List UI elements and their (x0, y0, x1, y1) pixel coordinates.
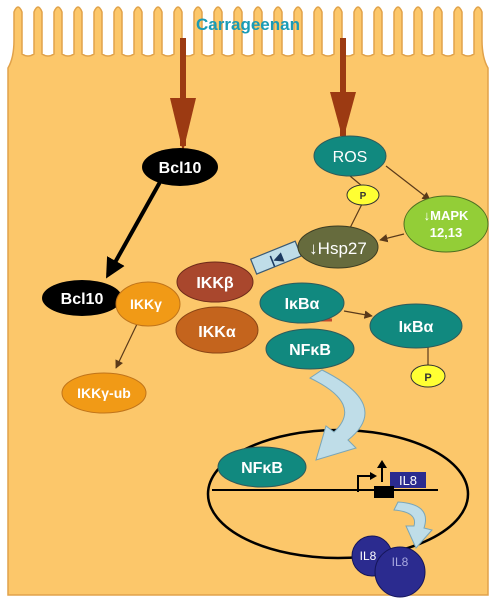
ros-node (313, 135, 387, 177)
phospho-node-bottom (410, 364, 446, 388)
il8-gene-box (390, 472, 426, 488)
ikba-to-ikba-free-arrow (343, 310, 373, 319)
ikba-node (259, 282, 345, 324)
upregulation-arrowhead (377, 460, 387, 468)
nfkb-label: NFκB (289, 342, 331, 359)
transcription-start-arrow (357, 475, 370, 492)
carrageenan-arrow-right (330, 38, 356, 140)
carrageenan-label: Carrageenan (196, 15, 300, 34)
nfkb-node (265, 328, 355, 370)
il8-secretion-arrow (393, 501, 433, 549)
ikka-label: IKKα (198, 324, 236, 341)
mapk-label-line1: ↓MAPK (424, 208, 469, 223)
ikkb-label: IKKβ (196, 275, 234, 292)
il8-protein-2-label: IL8 (392, 555, 409, 569)
nfkb-nucleus-label: NFκB (241, 460, 283, 477)
ros-label: ROS (333, 149, 368, 166)
hsp27-node (297, 225, 379, 269)
ikkb-node (176, 261, 254, 303)
inhibit-symbol: |◀ (268, 249, 286, 267)
nfkb-nucleus-node (217, 446, 307, 488)
bcl10-node-top (142, 148, 218, 186)
ros-to-p-line (349, 175, 363, 187)
il8-protein-1-label: IL8 (360, 549, 377, 563)
ikkg-ub-label: IKKγ-ub (77, 385, 131, 401)
phospho-node-top (346, 184, 380, 206)
il8-protein-2 (374, 546, 426, 598)
ikkg-node (115, 281, 181, 327)
p-to-hsp27-line (349, 203, 363, 229)
ikkg-ub-node (61, 372, 147, 414)
ikba-label: IκBα (285, 296, 320, 313)
ikka-node (175, 306, 259, 354)
ikba-free-node (369, 303, 463, 349)
transcription-start-arrowhead (370, 472, 377, 480)
bcl10-node-bottom (42, 280, 122, 316)
phospho-top-label: P (360, 191, 367, 202)
nfkb-translocation-arrow (308, 369, 366, 461)
il8-gene-block (374, 486, 394, 498)
ros-to-mapk-arrow (385, 165, 431, 201)
bcl10-to-bcl10-arrow (106, 181, 162, 279)
ikkg-to-ikkg-ub-arrow (115, 321, 139, 369)
mapk-node (403, 195, 489, 253)
il8-gene-label: IL8 (399, 473, 417, 488)
mapk-label-line2: 12,13 (430, 225, 463, 240)
bcl10-bottom-label: Bcl10 (61, 291, 104, 308)
hsp27-label: ↓Hsp27 (309, 239, 367, 258)
ikkg-label: IKKγ (130, 296, 162, 312)
phospho-bottom-label: P (424, 372, 431, 384)
bcl10-top-label: Bcl10 (159, 160, 202, 177)
mapk-to-hsp27-arrow (379, 233, 405, 243)
ikba-free-label: IκBα (399, 319, 434, 336)
carrageenan-arrow-left (170, 38, 196, 152)
hsp27-inhibits-ikkb: |◀ (249, 240, 302, 275)
